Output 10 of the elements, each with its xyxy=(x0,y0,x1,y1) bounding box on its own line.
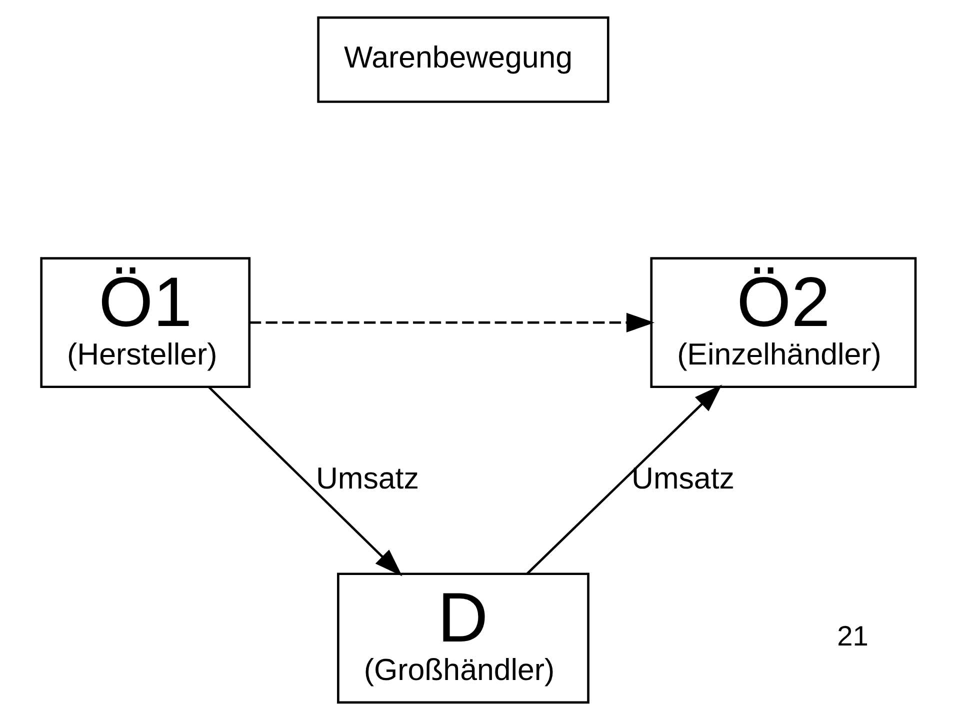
node-box: Ö1 (Hersteller) xyxy=(40,257,250,388)
label: 21 xyxy=(836,620,868,652)
edge-label: Umsatz xyxy=(315,461,418,496)
arrow xyxy=(208,386,402,576)
arrow xyxy=(526,384,722,575)
node-box: Ö2 (Einzelhändler) xyxy=(650,257,916,388)
arrow xyxy=(248,312,654,332)
node-box: Warenbewegung xyxy=(316,16,609,103)
node-box: D (Großhändler) xyxy=(336,572,589,704)
edge-label: Umsatz xyxy=(631,461,734,496)
